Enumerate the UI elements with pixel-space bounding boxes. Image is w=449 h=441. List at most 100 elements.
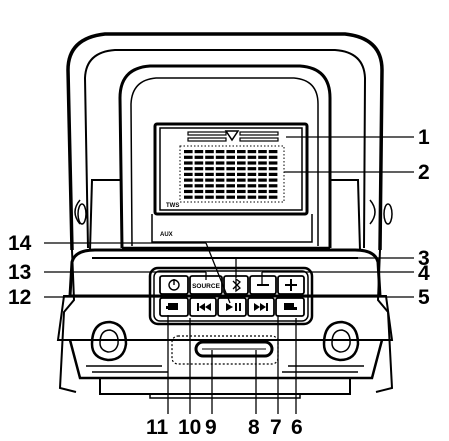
grille-bar [247, 184, 257, 188]
bluetooth-button[interactable] [223, 275, 249, 295]
callout-13: 13 [8, 261, 31, 284]
grille-bar [237, 184, 246, 188]
grille-bar [237, 155, 246, 159]
previous-track-icon [197, 303, 211, 311]
grille-bar [226, 161, 235, 165]
next-track-icon [254, 303, 268, 311]
grille-bar [205, 161, 214, 165]
grille-bar [194, 189, 204, 194]
grille-bar [226, 189, 235, 194]
grille-bar [205, 167, 214, 171]
callout-numbers: 1 2 3 4 5 14 13 12 11 10 9 8 7 6 [8, 126, 430, 439]
callout-14: 14 [8, 232, 32, 255]
callout-12: 12 [8, 286, 31, 309]
grille-bar [226, 178, 235, 182]
grille-bar [215, 155, 225, 159]
grille-bar [247, 172, 257, 176]
grille-bar [205, 189, 214, 194]
next-button[interactable] [247, 297, 275, 317]
callout-4: 4 [418, 262, 430, 285]
grille-bar [268, 167, 278, 171]
grille-bar [247, 161, 257, 165]
source-label: SOURCE [192, 283, 220, 290]
display-panel: TWS [153, 122, 309, 216]
grille-bar [258, 155, 267, 159]
grille-bar [184, 189, 193, 194]
grille-bar [194, 155, 204, 159]
callout-1: 1 [418, 126, 430, 149]
grille-bar [237, 189, 246, 194]
grille-bar [215, 150, 225, 154]
grille-bar [258, 167, 267, 171]
callout-10: 10 [178, 416, 201, 439]
grille-bar [258, 178, 267, 182]
tws-label: TWS [166, 203, 179, 209]
grille-bar [215, 195, 225, 199]
speaker-base [68, 320, 384, 399]
volume-up-button[interactable] [277, 275, 305, 295]
grille-bar [184, 172, 193, 176]
lower-front-panel: AUX [122, 214, 330, 250]
mode-left-button[interactable] [159, 297, 189, 317]
plus-icon [285, 279, 297, 291]
mode-icon [166, 303, 178, 310]
grille-bar [226, 172, 235, 176]
grille-bar [258, 161, 267, 165]
power-button[interactable] [159, 275, 189, 295]
grille-bar [268, 155, 278, 159]
callout-7: 7 [270, 416, 282, 439]
grille-bar [194, 161, 204, 165]
callout-5: 5 [418, 286, 430, 309]
grille-bar [215, 189, 225, 194]
grille-bar [258, 184, 267, 188]
grille-bar [268, 150, 278, 154]
grille-bar [194, 178, 204, 182]
grille-bar [194, 195, 204, 199]
grille-bar [258, 195, 267, 199]
grille-bar [247, 167, 257, 171]
grille-bar [237, 172, 246, 176]
grille-bar [268, 161, 278, 165]
grille-bar [184, 167, 193, 171]
grille-bar [194, 150, 204, 154]
callout-leaders [44, 136, 414, 414]
grille-bar [237, 161, 246, 165]
callout-2: 2 [418, 161, 430, 184]
grille-bar [247, 195, 257, 199]
callout-9: 9 [205, 416, 217, 439]
grille-bar [247, 178, 257, 182]
mode-right-button[interactable] [275, 297, 305, 317]
grille-bar [184, 155, 193, 159]
grille-bar [237, 167, 246, 171]
grille-bar [184, 150, 193, 154]
bluetooth-icon [232, 277, 241, 293]
grille-bar [194, 172, 204, 176]
grille-bar [268, 178, 278, 182]
grille-bar [205, 184, 214, 188]
grille-bar [247, 189, 257, 194]
play-pause-button[interactable] [217, 297, 247, 317]
grille-bar [268, 184, 278, 188]
grille-bar [258, 172, 267, 176]
previous-button[interactable] [189, 297, 217, 317]
grille-bar [194, 184, 204, 188]
callout-11: 11 [146, 416, 169, 439]
grille-bar [194, 167, 204, 171]
mode-icon [284, 303, 297, 310]
speaker-grille [184, 150, 278, 199]
control-deck [56, 248, 394, 341]
front-slot [171, 335, 279, 365]
grille-bar [258, 150, 267, 154]
grille-bar [237, 195, 246, 199]
grille-bar [215, 178, 225, 182]
grille-bar [226, 195, 235, 199]
grille-bar [226, 150, 235, 154]
grille-bar [226, 167, 235, 171]
aux-label: AUX [160, 232, 173, 238]
grille-bar [247, 150, 257, 154]
grille-bar [215, 167, 225, 171]
grille-bar [247, 155, 257, 159]
grille-bar [184, 161, 193, 165]
grille-bar [215, 184, 225, 188]
volume-down-button[interactable] [249, 275, 277, 295]
